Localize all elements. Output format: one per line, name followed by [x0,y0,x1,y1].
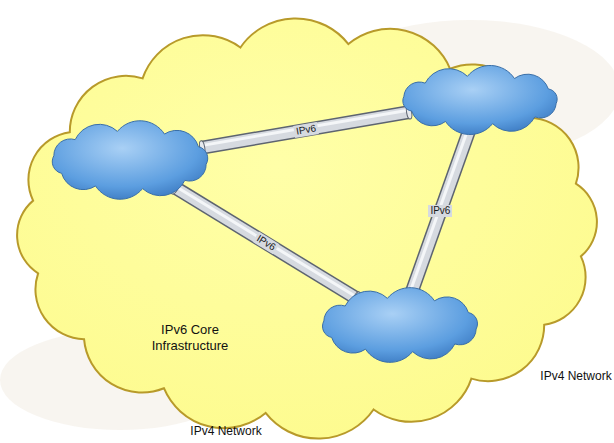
cloud-outline [40,118,220,202]
network-cloud-shape [52,121,207,199]
network-cloud-shape [323,288,478,363]
cloud-outline [310,285,490,365]
pipe-body [412,130,470,293]
pipe-highlight [201,110,408,145]
pipe-outline [412,130,470,293]
pipe-highlight [411,128,469,291]
tunnel-pipe [170,181,362,306]
tunnel-pipe [199,105,413,155]
core-cloud-shape [17,18,597,438]
pipe-label: IPv6 [428,205,452,217]
network-label: IPv4 Network [514,369,614,384]
network-cloud: IPv4 Network [390,63,570,137]
tunnel-pipe [404,125,477,297]
network-label: IPv4 Network [164,424,288,439]
network-cloud: IPv4 Network [310,285,490,365]
core-cloud: IPv4 NetworkIPv4 NetworkIPv4 NetworkIPv6… [4,16,610,441]
region-label: IPv6 Core Infrastructure [128,322,252,355]
pipe-outline [202,112,409,147]
network-cloud-shape [403,65,557,134]
network-cloud: IPv4 Network [40,118,220,202]
pipe-highlight [175,186,355,296]
cloud-outline [390,63,570,137]
pipe-body [202,112,409,147]
